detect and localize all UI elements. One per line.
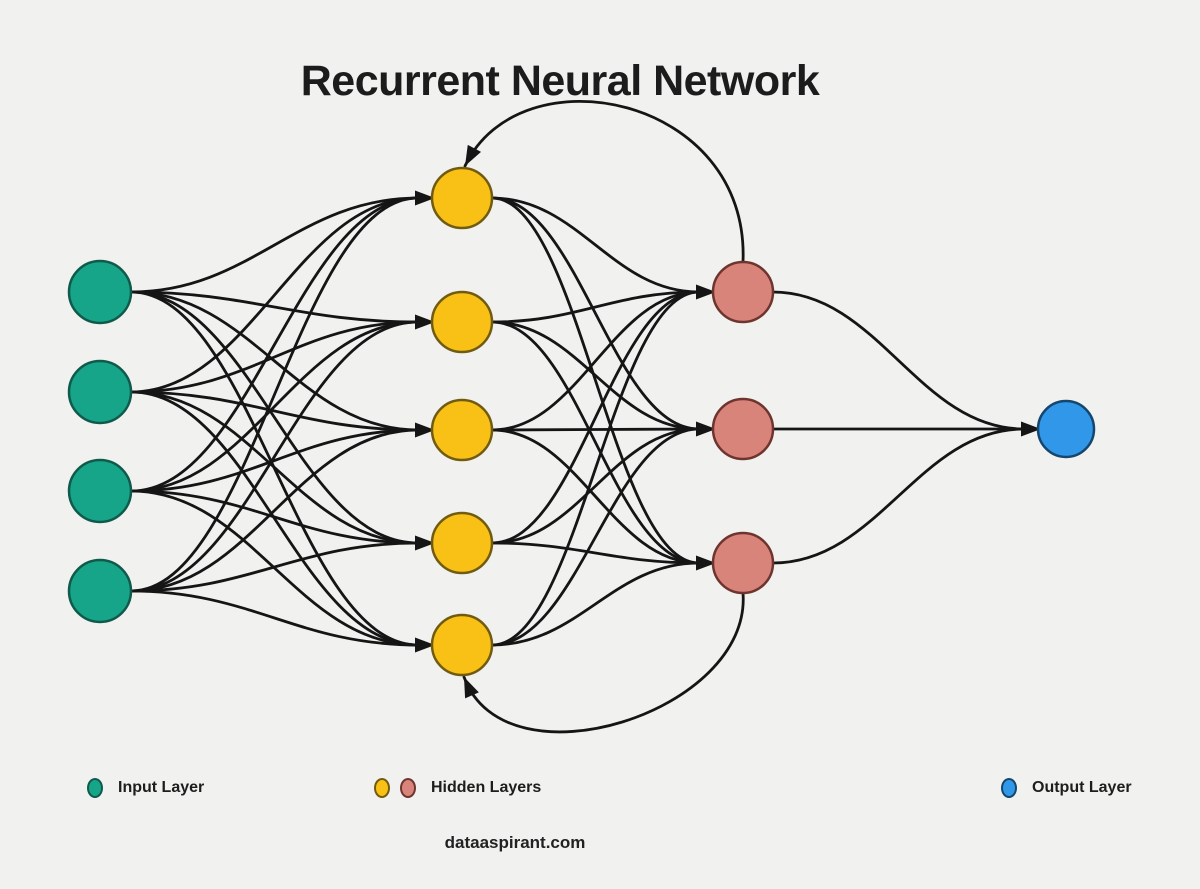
node-hidden-1-5 bbox=[430, 613, 494, 677]
arrowhead-into-hidden-1 bbox=[415, 422, 435, 438]
legend-label-input: Input Layer bbox=[118, 779, 205, 796]
connection-edge-hidden-2-to-output bbox=[771, 427, 1026, 565]
legend-item-input: Input Layer bbox=[87, 773, 204, 803]
legend-label-output: Output Layer bbox=[1032, 779, 1132, 796]
node-input-1 bbox=[67, 259, 133, 325]
recurrent-arrowhead-into-hidden-1-node-1 bbox=[465, 144, 482, 166]
connection-edge-input-to-hidden-1 bbox=[129, 320, 420, 394]
arrowhead-into-hidden-1 bbox=[415, 535, 435, 551]
connection-edge-hidden-1-to-hidden-2 bbox=[490, 428, 701, 565]
node-input-2 bbox=[67, 359, 133, 425]
connection-edge-input-to-hidden-1 bbox=[129, 320, 420, 593]
connection-edge-input-to-hidden-1 bbox=[129, 290, 420, 432]
node-output-1 bbox=[1036, 399, 1096, 459]
connection-edge-hidden-1-to-hidden-2 bbox=[490, 290, 701, 432]
legend-dot-red bbox=[400, 778, 416, 798]
connection-edge-input-to-hidden-1 bbox=[129, 290, 420, 545]
node-hidden-1-3 bbox=[430, 398, 494, 462]
arrowhead-into-hidden-1 bbox=[415, 314, 435, 330]
arrowhead-into-hidden-1 bbox=[415, 190, 435, 206]
node-hidden-2-2 bbox=[711, 397, 775, 461]
node-hidden-2-1 bbox=[711, 260, 775, 324]
node-input-3 bbox=[67, 458, 133, 524]
connection-edge-input-to-hidden-1 bbox=[129, 390, 420, 432]
connection-edge-hidden-1-to-hidden-2 bbox=[490, 320, 701, 565]
connection-edge-hidden-1-to-hidden-2 bbox=[490, 427, 701, 545]
connection-edge-hidden-1-to-hidden-2 bbox=[490, 561, 701, 647]
connection-edge-input-to-hidden-1 bbox=[129, 541, 420, 593]
recurrent-edge-hidden-2-node-1-to-hidden-1-node-1 bbox=[463, 99, 745, 264]
connection-edge-input-to-hidden-1 bbox=[129, 196, 420, 394]
connection-edge-hidden-1-to-hidden-2 bbox=[490, 290, 701, 545]
connection-edge-input-to-hidden-1 bbox=[129, 428, 420, 593]
connection-edge-hidden-1-to-hidden-2 bbox=[490, 290, 701, 647]
connection-edge-hidden-1-to-hidden-2 bbox=[490, 196, 701, 565]
connection-edge-input-to-hidden-1 bbox=[129, 428, 420, 493]
connection-edge-input-to-hidden-1 bbox=[129, 196, 420, 593]
legend-item-output: Output Layer bbox=[1001, 773, 1132, 803]
arrowhead-into-hidden-2 bbox=[696, 555, 716, 571]
arrowhead-into-hidden-2 bbox=[696, 284, 716, 300]
connection-edge-input-to-hidden-1 bbox=[129, 290, 420, 324]
page-title: Recurrent Neural Network bbox=[300, 56, 820, 105]
node-hidden-2-3 bbox=[711, 531, 775, 595]
connection-edge-input-to-hidden-1 bbox=[129, 320, 420, 493]
connection-edge-input-to-hidden-1 bbox=[129, 196, 420, 493]
connection-edge-hidden-1-to-hidden-2 bbox=[490, 196, 701, 294]
connection-edge-hidden-1-to-hidden-2 bbox=[490, 196, 701, 431]
legend-dot-green bbox=[87, 778, 103, 798]
connection-edge-input-to-hidden-1 bbox=[129, 390, 420, 647]
legend-dots-output bbox=[1001, 778, 1017, 798]
legend-dot-blue bbox=[1001, 778, 1017, 798]
legend-item-hidden: Hidden Layers bbox=[374, 773, 541, 803]
node-hidden-1-4 bbox=[430, 511, 494, 575]
connection-edge-hidden-1-to-hidden-2 bbox=[490, 290, 701, 324]
recurrent-edge-hidden-2-node-3-to-hidden-1-node-5 bbox=[462, 591, 745, 734]
legend-dot-yellow bbox=[374, 778, 390, 798]
arrowhead-into-output bbox=[1021, 421, 1041, 437]
connection-edge-input-to-hidden-1 bbox=[129, 390, 420, 545]
connection-edge-hidden-1-to-hidden-2 bbox=[490, 541, 701, 565]
legend-label-hidden: Hidden Layers bbox=[431, 779, 542, 796]
node-hidden-1-1 bbox=[430, 166, 494, 230]
node-hidden-1-2 bbox=[430, 290, 494, 354]
connection-edge-hidden-1-to-hidden-2 bbox=[490, 427, 701, 432]
connection-edge-input-to-hidden-1 bbox=[129, 589, 420, 647]
connection-edge-hidden-2-to-output bbox=[771, 290, 1026, 431]
legend-dots-input bbox=[87, 778, 103, 798]
connection-edge-hidden-1-to-hidden-2 bbox=[490, 427, 701, 647]
footer-watermark: dataaspirant.com bbox=[444, 833, 586, 852]
arrowhead-into-hidden-2 bbox=[696, 421, 716, 437]
connection-edge-input-to-hidden-1 bbox=[129, 196, 420, 294]
connection-edge-input-to-hidden-1 bbox=[129, 489, 420, 545]
connection-edge-hidden-1-to-hidden-2 bbox=[490, 320, 701, 431]
arrowhead-into-hidden-1 bbox=[415, 637, 435, 653]
recurrent-arrowhead-into-hidden-1-node-5 bbox=[464, 677, 479, 699]
legend-dots-hidden bbox=[374, 778, 416, 798]
node-input-4 bbox=[67, 558, 133, 624]
